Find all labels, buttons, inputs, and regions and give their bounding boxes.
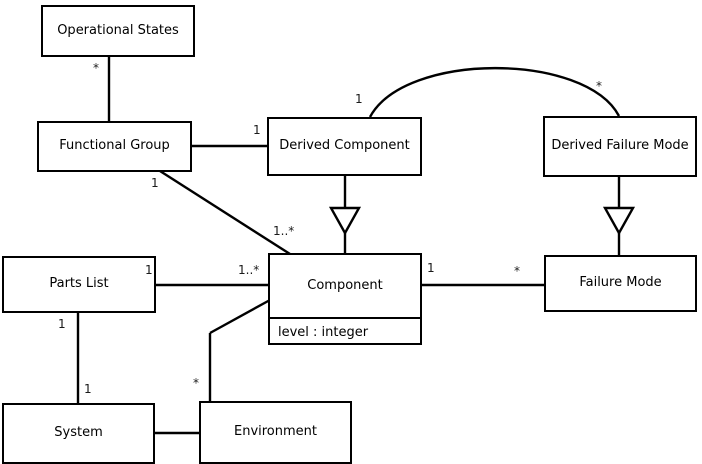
generalization-triangle-failure-mode	[602, 206, 636, 236]
class-box-environment[interactable]: Environment	[199, 401, 352, 464]
multiplicity-parts-list-system: 1	[58, 317, 66, 331]
class-box-functional-group[interactable]: Functional Group	[37, 121, 192, 172]
multiplicity-derived-failure-mode-arc: *	[596, 79, 602, 93]
multiplicity-functional-group-component: 1	[151, 176, 159, 190]
connector-functional-group-component	[159, 169, 291, 256]
multiplicity-component-failure-mode: 1	[427, 261, 435, 275]
multiplicity-system-parts-list: 1	[84, 382, 92, 396]
class-box-component[interactable]: Component level : integer	[268, 253, 422, 345]
class-box-operational-states[interactable]: Operational States	[41, 5, 195, 57]
class-name-parts-list: Parts List	[49, 276, 109, 292]
multiplicity-operational-states-functional-group: *	[93, 61, 99, 75]
class-box-parts-list[interactable]: Parts List	[2, 256, 156, 313]
class-box-failure-mode[interactable]: Failure Mode	[544, 255, 697, 312]
connector-environment-component-diagonal	[209, 298, 271, 335]
multiplicity-parts-list-component: 1	[145, 263, 153, 277]
class-name-functional-group: Functional Group	[59, 138, 170, 154]
class-name-operational-states: Operational States	[57, 22, 179, 38]
class-name-failure-mode: Failure Mode	[579, 275, 662, 291]
class-attribute-component-level: level : integer	[270, 317, 420, 345]
multiplicity-environment-component: *	[193, 376, 199, 390]
multiplicity-functional-group-derived-component: 1	[253, 123, 261, 137]
class-name-system: System	[54, 425, 103, 441]
class-box-system[interactable]: System	[2, 403, 155, 464]
class-name-component: Component	[307, 277, 383, 293]
generalization-triangle-component	[328, 206, 362, 236]
connector-derived-component-derived-failure-mode-arc	[368, 67, 621, 118]
multiplicity-component-parts-list: 1..*	[238, 263, 260, 277]
class-name-environment: Environment	[233, 424, 317, 440]
class-box-derived-failure-mode[interactable]: Derived Failure Mode	[543, 116, 697, 177]
class-name-derived-failure-mode: Derived Failure Mode	[551, 138, 689, 154]
class-name-derived-component: Derived Component	[279, 138, 410, 154]
multiplicity-failure-mode-component: *	[514, 264, 520, 278]
multiplicity-component-functional-group: 1..*	[273, 224, 295, 238]
class-box-derived-component[interactable]: Derived Component	[267, 117, 422, 176]
multiplicity-derived-component-arc: 1	[355, 92, 363, 106]
